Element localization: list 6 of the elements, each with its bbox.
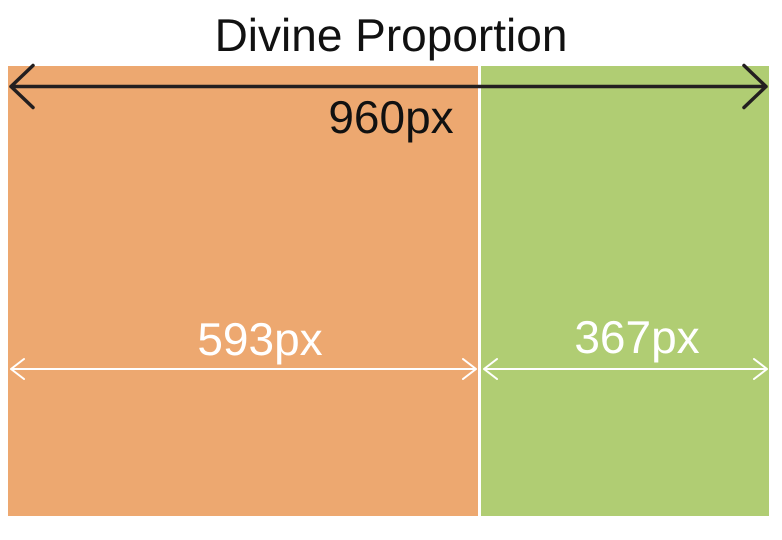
section-block [481, 66, 769, 516]
section-block [8, 66, 478, 516]
title: Divine Proportion [214, 12, 568, 58]
dimension-label: 593px [197, 316, 323, 362]
dimension-label: 960px [328, 94, 454, 140]
dimension-label: 367px [574, 314, 700, 360]
